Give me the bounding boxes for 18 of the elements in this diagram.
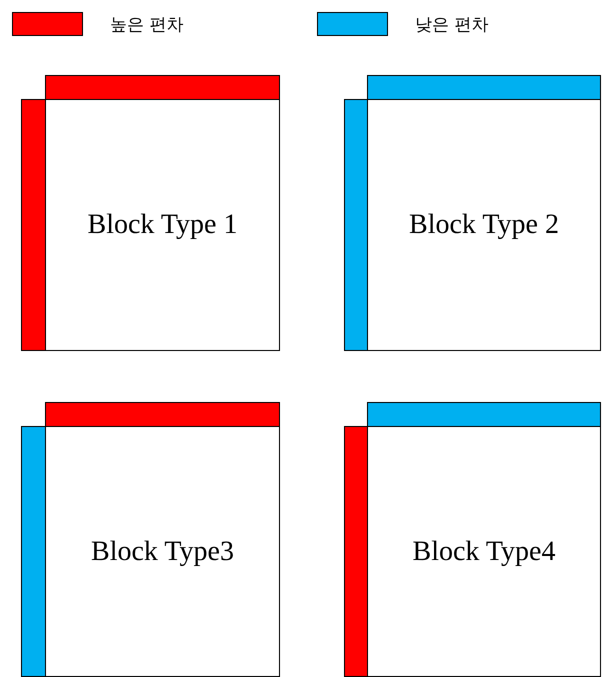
block-label: Block Type 1 <box>88 209 238 241</box>
block-square <box>367 99 601 351</box>
block-square <box>45 99 280 351</box>
color-bar <box>21 426 46 677</box>
block-square <box>367 426 601 677</box>
block-label: Block Type3 <box>91 536 234 568</box>
block-square <box>45 426 280 677</box>
color-bar <box>367 402 601 427</box>
color-bar <box>45 402 280 427</box>
block-label: Block Type4 <box>412 536 556 568</box>
color-bar <box>21 99 46 351</box>
color-bar <box>344 99 368 351</box>
block-label: Block Type 2 <box>409 209 559 241</box>
legend-label: 낮은 편차 <box>415 14 488 36</box>
color-bar <box>344 426 368 677</box>
legend-label: 높은 편차 <box>110 14 184 36</box>
color-bar <box>367 75 601 100</box>
color-bar <box>45 75 280 100</box>
